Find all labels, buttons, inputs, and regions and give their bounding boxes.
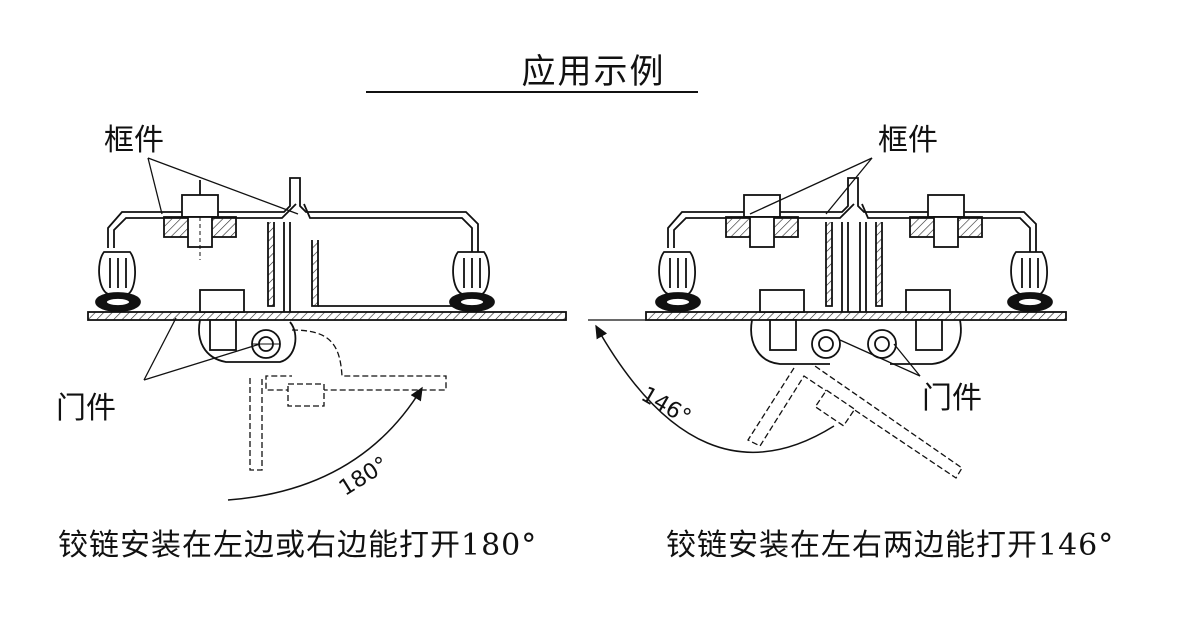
left-hinge-assembly <box>87 157 567 501</box>
left-angle-arc <box>227 386 423 501</box>
right-seal-clip-a <box>658 251 696 295</box>
right-door-plate <box>645 311 1067 321</box>
left-caption: 铰链安装在左边或右边能打开180° <box>58 528 538 563</box>
right-lower-bolt-head-b <box>905 289 951 313</box>
right-caption: 铰链安装在左右两边能打开146° <box>666 528 1115 563</box>
left-door-plate <box>87 311 567 321</box>
left-hinge-arm-closed <box>249 378 263 471</box>
right-lower-bolt-head-a <box>759 289 805 313</box>
right-pivot-b <box>867 329 897 359</box>
right-top-bolt-head-a <box>743 194 781 218</box>
right-angle-label: 146° <box>637 382 695 430</box>
diagram-title: 应用示例 <box>521 52 666 92</box>
right-top-bolt-head-b <box>927 194 965 218</box>
left-lower-bolt-head <box>199 289 245 313</box>
left-door-label: 门件 <box>56 391 116 426</box>
title-underline <box>366 91 698 93</box>
left-seal-clip-a <box>98 251 136 295</box>
left-hinge-arm-open <box>265 329 447 391</box>
right-frame-profile <box>667 177 1037 252</box>
right-seal-clip-b <box>1010 251 1048 295</box>
right-hinge-assembly <box>588 157 1067 479</box>
left-top-bolt-head <box>181 194 219 218</box>
right-angle-arc <box>595 324 835 454</box>
right-door-label: 门件 <box>922 381 982 416</box>
right-pivot-a <box>811 329 841 359</box>
right-hinge-arm-open <box>747 363 963 479</box>
left-seal-clip-b <box>452 251 490 295</box>
left-angle-label: 180° <box>335 452 393 501</box>
right-frame-label: 框件 <box>878 123 938 158</box>
left-frame-label: 框件 <box>104 123 164 158</box>
left-frame-profile <box>107 177 479 252</box>
